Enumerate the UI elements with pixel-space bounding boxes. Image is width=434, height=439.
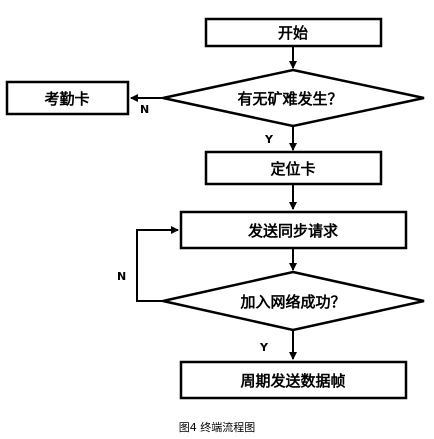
start-node: 开始 (204, 17, 383, 48)
join-network-decision-label: 加入网络成功？ (239, 293, 345, 311)
send-sync-request-node: 发送同步请求 (179, 210, 408, 250)
attendance-card-node: 考勤卡 (5, 80, 130, 116)
figure-caption: 图4 终端流程图 (179, 420, 256, 434)
edge-label-yes-periodic: Y (259, 341, 269, 354)
edge-label-no-attendance: N (140, 103, 149, 116)
join-network-decision-node: 加入网络成功？ (162, 270, 425, 332)
start-label: 开始 (278, 24, 308, 42)
positioning-card-label: 定位卡 (270, 160, 315, 178)
periodic-send-node: 周期发送数据帧 (179, 360, 408, 400)
edge-decision-loop-back (136, 226, 179, 302)
mine-disaster-decision-label: 有无矿难发生？ (237, 90, 342, 108)
edge-label-yes-positioning: Y (264, 133, 274, 146)
mine-disaster-decision-node: 有无矿难发生？ (162, 68, 425, 128)
attendance-card-label: 考勤卡 (44, 90, 89, 108)
edge-label-no-loop: N (117, 270, 126, 283)
positioning-card-node: 定位卡 (204, 150, 383, 186)
periodic-send-label: 周期发送数据帧 (240, 372, 345, 390)
send-sync-request-label: 发送同步请求 (247, 222, 339, 240)
